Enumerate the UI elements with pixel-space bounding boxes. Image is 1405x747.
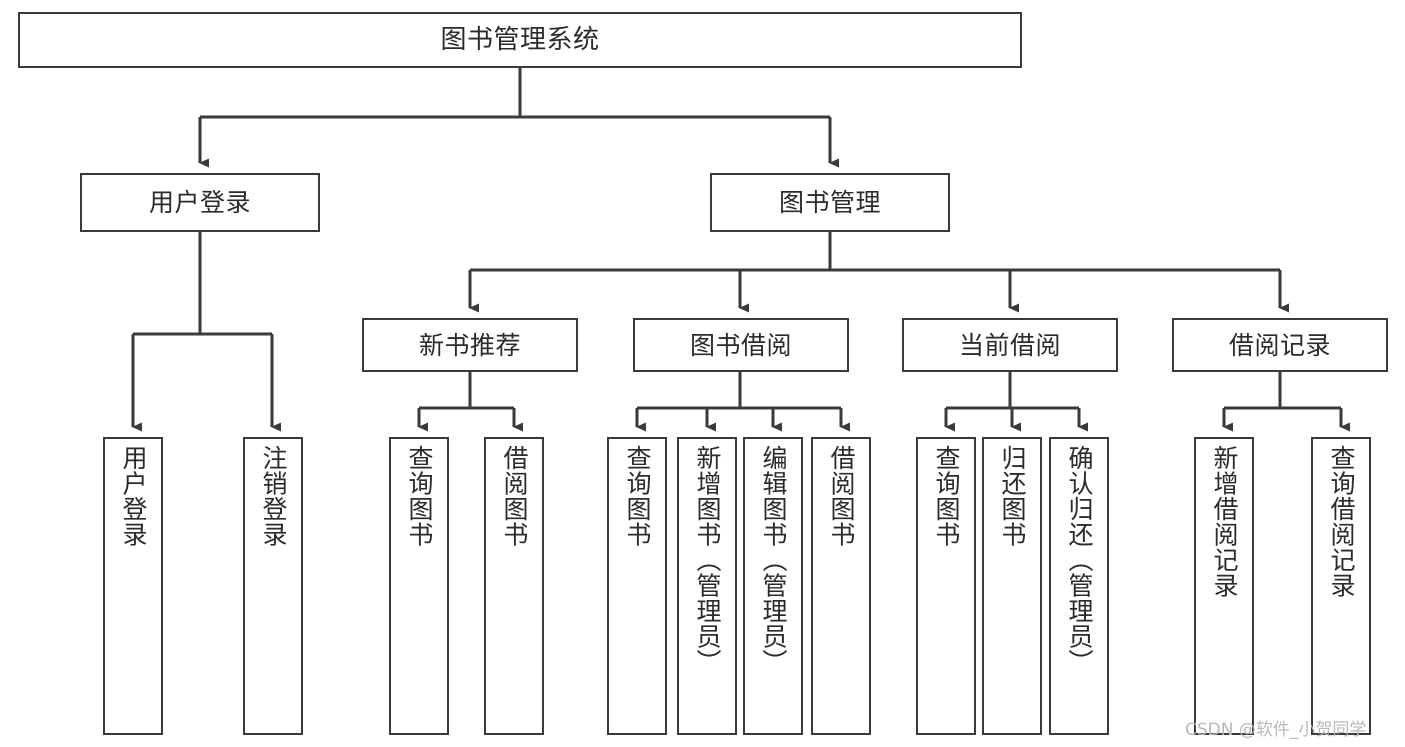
leaf-user-login[interactable]: 用户登录 bbox=[103, 437, 163, 735]
leaf-query-borrow-record[interactable]: 查询借阅记录 bbox=[1311, 437, 1371, 735]
node-label: 借阅记录 bbox=[1228, 330, 1331, 360]
node-label: 归还图书 bbox=[998, 445, 1027, 547]
leaf-query-book-recommend[interactable]: 查询图书 bbox=[389, 437, 449, 735]
leaf-logout[interactable]: 注销登录 bbox=[243, 437, 303, 735]
node-label: 查询图书 bbox=[932, 445, 961, 547]
node-label: 图书管理 bbox=[778, 188, 881, 217]
leaf-add-book-admin[interactable]: 新增图书（管理员） bbox=[677, 437, 737, 735]
node-label: 查询图书 bbox=[405, 445, 434, 547]
node-label: 用户登录 bbox=[148, 188, 251, 217]
leaf-add-borrow-record[interactable]: 新增借阅记录 bbox=[1194, 437, 1254, 735]
watermark-text: CSDN @软件_小贺同学 bbox=[1185, 720, 1367, 740]
node-label: 编辑图书（管理员） bbox=[759, 445, 788, 675]
leaf-query-book-current[interactable]: 查询图书 bbox=[916, 437, 976, 735]
leaf-query-book-borrow[interactable]: 查询图书 bbox=[607, 437, 667, 735]
node-user-login[interactable]: 用户登录 bbox=[80, 173, 320, 232]
node-label: 图书管理系统 bbox=[440, 25, 600, 55]
node-book-borrow[interactable]: 图书借阅 bbox=[633, 318, 849, 372]
leaf-borrow-book-recommend[interactable]: 借阅图书 bbox=[484, 437, 544, 735]
node-label: 确认归还（管理员） bbox=[1065, 445, 1094, 675]
node-label: 新增图书（管理员） bbox=[693, 445, 722, 675]
node-label: 当前借阅 bbox=[958, 330, 1061, 360]
node-label: 借阅图书 bbox=[827, 445, 856, 547]
node-label: 新增借阅记录 bbox=[1210, 445, 1239, 598]
leaf-return-book[interactable]: 归还图书 bbox=[982, 437, 1042, 735]
node-root-book-management-system[interactable]: 图书管理系统 bbox=[18, 12, 1022, 68]
node-book-management[interactable]: 图书管理 bbox=[710, 173, 950, 232]
node-label: 查询借阅记录 bbox=[1327, 445, 1356, 598]
node-borrow-record[interactable]: 借阅记录 bbox=[1172, 318, 1388, 372]
leaf-borrow-book[interactable]: 借阅图书 bbox=[811, 437, 871, 735]
node-label: 用户登录 bbox=[119, 445, 148, 547]
node-label: 查询图书 bbox=[623, 445, 652, 547]
node-label: 借阅图书 bbox=[500, 445, 529, 547]
leaf-confirm-return-admin[interactable]: 确认归还（管理员） bbox=[1049, 437, 1109, 735]
leaf-edit-book-admin[interactable]: 编辑图书（管理员） bbox=[743, 437, 803, 735]
node-label: 注销登录 bbox=[259, 445, 288, 547]
node-label: 新书推荐 bbox=[418, 330, 521, 360]
node-label: 图书借阅 bbox=[689, 330, 792, 360]
node-new-book-recommend[interactable]: 新书推荐 bbox=[362, 318, 578, 372]
node-current-borrow[interactable]: 当前借阅 bbox=[902, 318, 1118, 372]
